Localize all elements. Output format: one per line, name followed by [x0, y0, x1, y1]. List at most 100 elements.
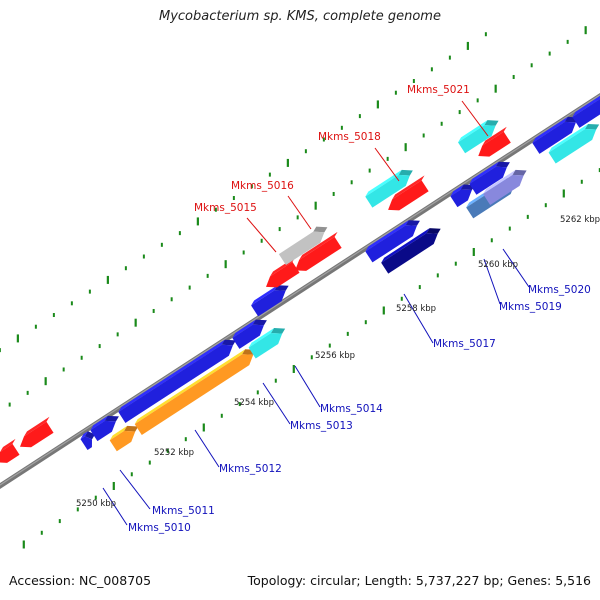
gene-arrow	[109, 430, 136, 452]
gene-arrow	[548, 128, 597, 164]
gene-arrow	[469, 166, 507, 195]
gene-label: Mkms_5015	[194, 202, 257, 214]
leader-line	[502, 248, 530, 288]
leader-line	[287, 195, 312, 230]
gene-arrow	[20, 421, 54, 448]
gene-arrow-top	[365, 169, 402, 197]
scale-label: 5250 kbp	[76, 499, 116, 509]
gene-label: Mkms_5017	[433, 338, 496, 350]
scale-label: 5262 kbp	[560, 215, 600, 225]
leader-line	[483, 258, 501, 305]
gene-arrow-top	[24, 416, 50, 437]
gene-label: Mkms_5016	[231, 180, 294, 192]
leader-line	[262, 382, 291, 425]
gene-arrow-top	[278, 226, 317, 255]
gene-arrow	[572, 98, 600, 128]
tick-marks	[0, 26, 600, 549]
gene-arrow	[248, 333, 283, 359]
gene-arrow	[251, 290, 286, 317]
gene-arrow	[118, 344, 233, 423]
gene-arrow-top	[365, 220, 409, 252]
gene-arrow-side	[252, 319, 267, 326]
backbone-highlight	[0, 94, 600, 486]
gene-arrow	[365, 225, 417, 263]
gene-arrow-side	[104, 415, 119, 422]
gene-label: Mkms_5013	[290, 420, 353, 432]
gene-arrow	[278, 231, 325, 265]
gene-arrow-top	[572, 95, 600, 117]
gene-label: Mkms_5014	[320, 403, 383, 415]
gene-arrow-top	[532, 116, 568, 143]
scale-label: 5256 kbp	[315, 351, 355, 361]
gene-arrow-side	[405, 220, 420, 226]
gene-arrow	[90, 420, 116, 442]
gene-arrow	[266, 261, 300, 288]
gene-arrow-top	[548, 123, 589, 153]
gene-arrow-top	[483, 169, 516, 195]
gene-arrow	[232, 324, 264, 349]
leader-line	[461, 100, 489, 137]
gene-label: Mkms_5010	[128, 522, 191, 534]
scale-label: 5252 kbp	[154, 448, 194, 458]
gene-arrow-side	[484, 120, 499, 126]
gene-arrow	[80, 436, 92, 450]
gene-arrow-top	[134, 349, 246, 425]
gene-arrow-side	[398, 169, 413, 176]
gene-arrow-side	[313, 226, 328, 233]
gene-label: Mkms_5020	[528, 284, 591, 296]
gene-arrow-top	[232, 319, 256, 338]
gene-arrow-top	[482, 126, 507, 146]
gene-arrow	[388, 180, 429, 211]
scale-label: 5260 kbp	[478, 260, 518, 270]
gene-arrow	[532, 121, 576, 154]
leader-line	[294, 365, 321, 408]
gene-arrow	[134, 354, 254, 435]
leader-line	[102, 487, 128, 526]
gene-arrow	[381, 233, 438, 274]
gene-arrow	[295, 236, 342, 271]
gene-arrow-top	[392, 175, 425, 200]
gene-arrow-side	[512, 169, 527, 176]
gene-label: Mkms_5019	[499, 301, 562, 313]
gene-arrow-top	[0, 438, 16, 452]
map-title: Mycobacterium sp. KMS, complete genome	[159, 9, 441, 24]
scale-labels: 5250 kbp 5252 kbp 5254 kbp 5256 kbp 5258 kbp…	[76, 215, 600, 509]
genome-stats-text: Topology: circular; Length: 5,737,227 bp…	[247, 573, 591, 588]
gene-arrow-top	[299, 231, 338, 260]
leader-line	[246, 217, 277, 253]
gene-labels: Mkms_5015Mkms_5016Mkms_5018Mkms_5021Mkms…	[128, 84, 591, 534]
leader-line	[403, 293, 434, 344]
gene-arrow-side	[426, 228, 441, 234]
gene-arrow-side	[585, 123, 600, 130]
leader-line	[194, 429, 220, 468]
leader-line	[374, 147, 400, 182]
gene-arrow	[483, 174, 524, 205]
gene-arrow-side	[495, 161, 510, 168]
leader-line	[119, 469, 151, 510]
gene-arrow-top	[248, 328, 275, 348]
gene-arrow-top	[109, 425, 128, 441]
gene-arrow	[450, 189, 472, 208]
scale-label: 5254 kbp	[234, 398, 274, 408]
gene-label: Mkms_5011	[152, 505, 215, 517]
gene-arrow-top	[469, 161, 499, 184]
gene-arrow-top	[90, 415, 108, 431]
gene-arrow	[478, 131, 511, 157]
gene-features	[0, 95, 600, 463]
gene-arrow-top	[80, 431, 88, 440]
scale-label: 5258 kbp	[396, 304, 436, 314]
gene-arrow-top	[251, 285, 278, 306]
gene-arrow-side	[124, 425, 139, 432]
gene-arrow	[458, 125, 496, 154]
gene-arrow-top	[381, 228, 430, 263]
accession-text: Accession: NC_008705	[9, 573, 152, 588]
label-leaders	[102, 100, 530, 526]
gene-label: Mkms_5018	[318, 131, 381, 143]
gene-arrow-side	[271, 328, 286, 334]
gene-arrow-side	[221, 339, 236, 346]
gene-arrow	[0, 443, 20, 463]
gene-arrow	[365, 174, 410, 208]
gene-label: Mkms_5012	[219, 463, 282, 475]
